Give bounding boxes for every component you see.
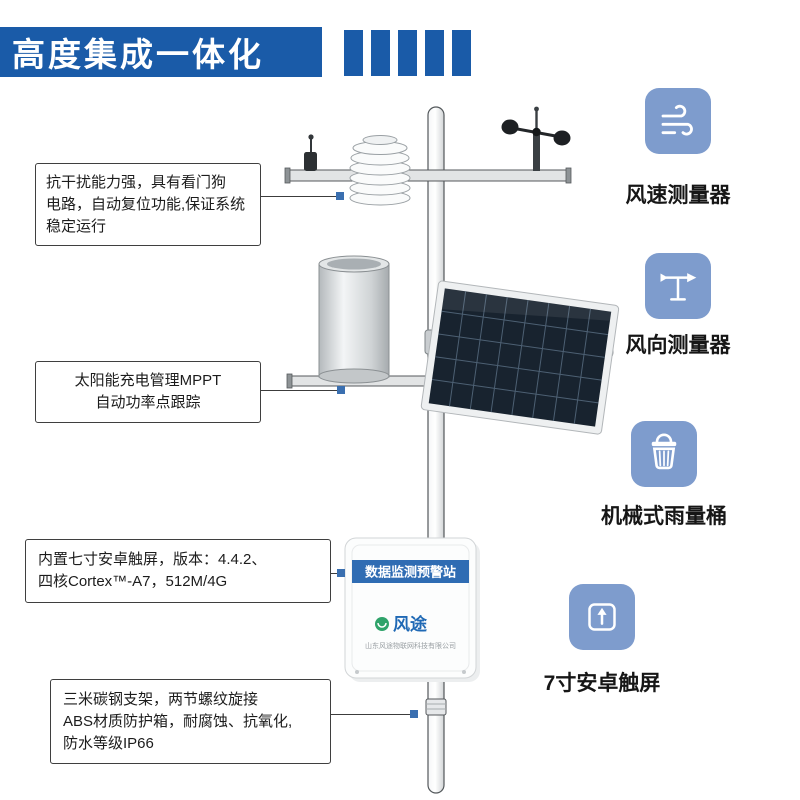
box-screw bbox=[355, 670, 359, 674]
antenna-sensor bbox=[304, 134, 317, 171]
control-box-band bbox=[352, 560, 469, 583]
leader-endpoint-3 bbox=[337, 569, 345, 577]
decor-bar bbox=[398, 30, 417, 76]
leader-endpoint-4 bbox=[410, 710, 418, 718]
decor-bar bbox=[452, 30, 471, 76]
rain-gauge-cylinder bbox=[318, 255, 390, 384]
page-title-banner: 高度集成一体化 bbox=[0, 27, 322, 77]
solar-panel bbox=[420, 280, 620, 435]
decor-bars bbox=[344, 30, 471, 76]
leader-endpoint-1 bbox=[336, 192, 344, 200]
leader-endpoint-2 bbox=[337, 386, 345, 394]
box-screw bbox=[462, 670, 466, 674]
leader-line-2 bbox=[260, 390, 343, 391]
feature-tile-wind-speed bbox=[645, 88, 711, 154]
pole-joint bbox=[425, 698, 447, 716]
brand-subtext: 山东风途物联网科技有限公司 bbox=[365, 641, 456, 650]
page-title: 高度集成一体化 bbox=[12, 36, 264, 73]
callout-bracket-enclosure: 三米碳钢支架，两节螺纹旋接 ABS材质防护箱，耐腐蚀、抗氧化, 防水等级IP66 bbox=[50, 679, 331, 765]
radiation-shield bbox=[349, 135, 411, 206]
callout-android-screen: 内置七寸安卓触屏，版本：4.4.2、 四核Cortex™-A7，512M/4G bbox=[25, 539, 331, 603]
feature-label-wind-speed: 风速测量器 bbox=[625, 184, 731, 207]
control-box-band-text: 数据监测预警站 bbox=[365, 565, 456, 580]
control-box: 数据监测预警站 风途 山东风途物联网科技有限公司 bbox=[344, 537, 480, 682]
touchscreen-icon bbox=[588, 603, 616, 631]
crossbar-end-cap bbox=[565, 167, 572, 184]
decor-bar bbox=[371, 30, 390, 76]
crossbar-end-cap bbox=[284, 167, 291, 184]
callout-solar-mppt: 太阳能充电管理MPPT 自动功率点跟踪 bbox=[35, 361, 261, 423]
feature-tile-wind-direction bbox=[645, 253, 711, 319]
feature-tile-touchscreen bbox=[569, 584, 635, 650]
feature-label-wind-direction: 风向测量器 bbox=[625, 334, 731, 357]
leader-line-1 bbox=[260, 196, 342, 197]
decor-bar bbox=[344, 30, 363, 76]
brand-logo-icon bbox=[375, 617, 389, 631]
top-crossbar bbox=[286, 169, 570, 182]
wind-speed-icon bbox=[661, 104, 693, 136]
brand-logo-text: 风途 bbox=[393, 614, 428, 634]
station-pole bbox=[427, 106, 445, 794]
leader-line-4 bbox=[330, 714, 416, 715]
callout-anti-interference: 抗干扰能力强，具有看门狗 电路，自动复位功能,保证系统 稳定运行 bbox=[35, 163, 261, 247]
crossbar-end-cap bbox=[286, 373, 293, 389]
leader-line-3 bbox=[330, 573, 342, 574]
decor-bar bbox=[425, 30, 444, 76]
anemometer bbox=[501, 106, 571, 171]
feature-label-touchscreen: 7寸安卓触屏 bbox=[543, 672, 661, 695]
rain-bucket-icon bbox=[651, 433, 677, 470]
feature-label-rain-bucket: 机械式雨量桶 bbox=[601, 505, 727, 528]
feature-tile-rain-bucket bbox=[631, 421, 697, 487]
wind-direction-icon bbox=[660, 273, 697, 301]
